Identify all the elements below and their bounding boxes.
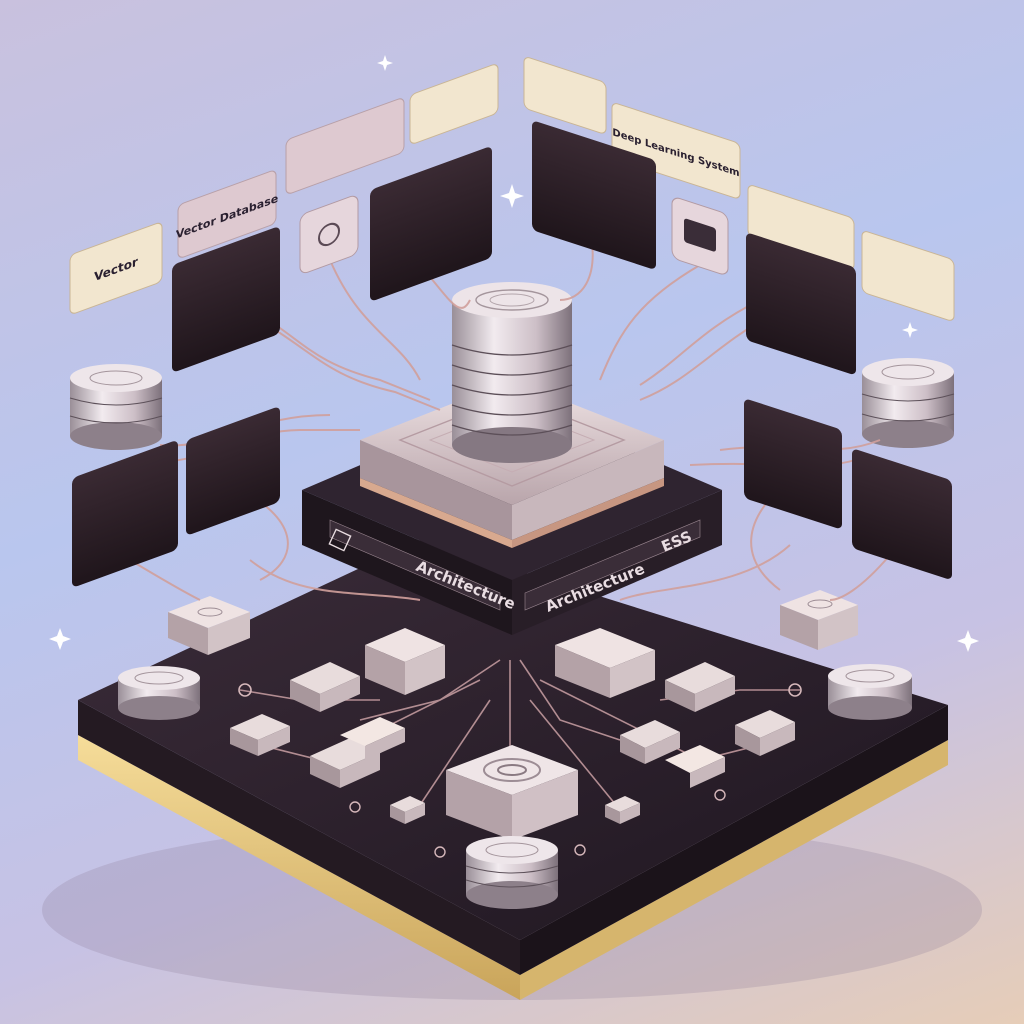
label-cream-3 (409, 64, 499, 144)
right-connector-block (780, 590, 858, 650)
dark-panel-8 (852, 449, 952, 579)
block-2 (230, 714, 290, 756)
dark-panel-2 (370, 147, 492, 301)
block-9 (390, 796, 425, 824)
bottom-database-cylinder (465, 836, 559, 909)
right-platform-cylinder (828, 664, 912, 720)
label-pink-2 (285, 98, 405, 194)
block-10 (605, 796, 640, 824)
label-cream-4 (523, 57, 607, 134)
block-4 (340, 717, 405, 760)
left-platform-cylinder (118, 666, 200, 720)
bottom-center-node (446, 745, 578, 840)
block-1 (290, 662, 360, 712)
dark-panel-1 (172, 227, 280, 372)
dark-panel-7 (744, 399, 842, 529)
left-connector-block (168, 596, 250, 655)
database-stack-icon (451, 282, 573, 463)
module-left (365, 628, 445, 695)
icon-tile-left (299, 195, 359, 274)
node-icon (788, 683, 802, 697)
platform-component-blocks (230, 628, 802, 858)
dark-panel-4 (746, 233, 856, 375)
module-right (555, 628, 655, 698)
node-icon (238, 683, 252, 697)
dark-panel-5 (72, 441, 178, 587)
label-vector: Vector (69, 222, 163, 314)
block-7 (620, 720, 680, 764)
floating-labels-dark (72, 121, 952, 587)
dark-panel-6 (186, 407, 280, 535)
icon-tile-right (671, 197, 729, 275)
floating-cylinder-left (69, 364, 163, 450)
block-5 (665, 662, 735, 712)
block-8 (665, 745, 725, 788)
floating-cylinder-right (861, 358, 955, 448)
block-6 (735, 710, 795, 756)
chip-icon (328, 528, 352, 552)
floating-labels-light: Vector Vector Database Deep Learning Sys… (69, 57, 955, 321)
block-3 (310, 738, 380, 788)
architecture-core (302, 282, 722, 635)
dark-panel-3 (532, 121, 656, 269)
label-cream-7 (861, 231, 955, 321)
main-platform (78, 540, 948, 1000)
sparkle-icon (49, 55, 979, 652)
